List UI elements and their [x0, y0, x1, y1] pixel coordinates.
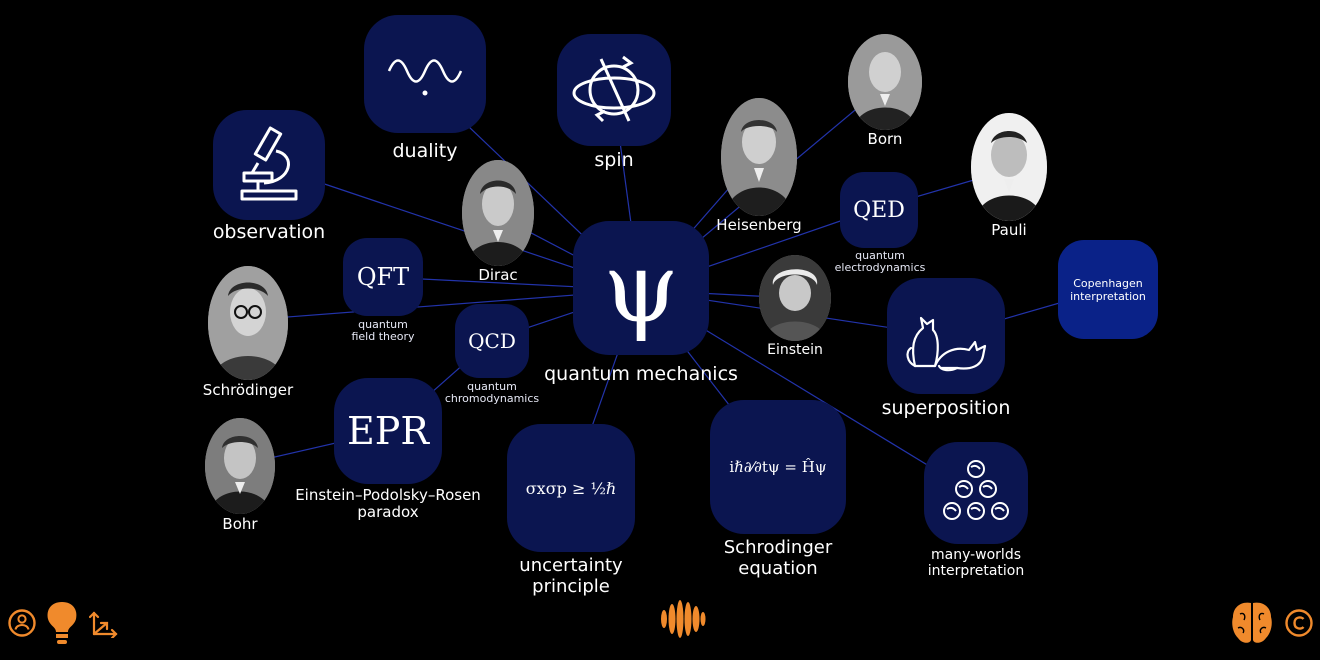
einstein-portrait — [759, 255, 831, 341]
epr-tile: EPR — [334, 378, 442, 484]
portrait-silhouette-icon — [759, 255, 831, 341]
qcd-abbr: QCD — [468, 329, 516, 353]
microscope-icon — [240, 126, 298, 201]
center-tile: ψ — [573, 221, 709, 355]
superposition-tile — [887, 278, 1005, 394]
qft-tile: QFT — [343, 238, 423, 316]
epr-line2: paradox — [357, 503, 419, 521]
concept-copenhagen-interpretation[interactable]: Copenhagen interpretation — [1058, 240, 1158, 339]
center-node-quantum-mechanics[interactable]: ψ quantum mechanics — [540, 218, 740, 388]
qed-tile: QED — [840, 172, 918, 248]
schrodinger-eq-tile: iℏ∂⁄∂tψ = Ĥψ — [710, 400, 846, 534]
bohr-portrait — [205, 418, 275, 514]
concept-duality[interactable]: duality — [360, 15, 490, 165]
uncertainty-formula: σxσp ≥ ½ℏ — [525, 478, 617, 498]
copyright-icon[interactable] — [1284, 608, 1314, 638]
einstein-label: Einstein — [767, 342, 823, 358]
qcd-tile: QCD — [455, 304, 529, 378]
concept-superposition[interactable]: superposition — [875, 278, 1020, 423]
concept-spin[interactable]: spin — [555, 34, 673, 179]
cats-icon — [906, 316, 987, 372]
superposition-label: superposition — [881, 397, 1011, 419]
duality-tile — [364, 15, 486, 133]
epr-abbr: EPR — [347, 409, 429, 453]
portrait-silhouette-icon — [205, 418, 275, 514]
many-worlds-tile — [924, 442, 1028, 544]
observation-tile — [213, 110, 325, 220]
person-dirac[interactable]: Dirac — [458, 160, 538, 286]
born-portrait — [848, 34, 922, 130]
portrait-silhouette-icon — [721, 98, 797, 216]
concept-uncertainty-principle[interactable]: σxσp ≥ ½ℏ uncertainty principle — [505, 424, 637, 599]
person-pauli[interactable]: Pauli — [968, 113, 1050, 241]
portrait-silhouette-icon — [462, 160, 534, 266]
uncertainty-line1: uncertainty — [519, 555, 623, 576]
concept-qcd[interactable]: QCD quantum chromodynamics — [445, 304, 545, 406]
schrodinger-eq-line2: equation — [738, 558, 818, 579]
concept-schrodinger-equation[interactable]: iℏ∂⁄∂tψ = Ĥψ Schrodinger equation — [708, 400, 848, 582]
bohr-label: Bohr — [222, 515, 258, 533]
axes-icon[interactable] — [88, 610, 119, 640]
copenhagen-text-line2: interpretation — [1070, 289, 1146, 303]
person-heisenberg[interactable]: Heisenberg — [712, 98, 806, 238]
heisenberg-portrait — [721, 98, 797, 216]
many-worlds-label-line2: interpretation — [927, 563, 1025, 579]
epr-line1: Einstein–Podolsky–Rosen — [295, 486, 481, 504]
psi-symbol: ψ — [603, 232, 679, 344]
heisenberg-label: Heisenberg — [716, 216, 802, 234]
duality-label: duality — [392, 140, 458, 162]
portrait-silhouette-icon — [848, 34, 922, 130]
qft-line2: field theory — [351, 330, 415, 343]
concept-qft[interactable]: QFT quantum field theory — [335, 238, 431, 346]
qed-line2: electrodynamics — [834, 261, 926, 274]
dirac-portrait — [462, 160, 534, 266]
center-label: quantum mechanics — [544, 363, 738, 385]
many-worlds-label-line1: many-worlds — [930, 547, 1022, 563]
pauli-label: Pauli — [991, 221, 1027, 239]
person-icon[interactable] — [7, 608, 37, 638]
qed-abbr: QED — [853, 197, 905, 223]
schrodinger-eq-line1: Schrodinger — [723, 537, 833, 558]
person-schrodinger[interactable]: Schrödinger — [198, 266, 302, 406]
qcd-line2: chromodynamics — [444, 392, 540, 405]
qcd-line1: quantum — [467, 380, 517, 393]
schrodinger-portrait — [208, 266, 288, 380]
schrodinger-label: Schrödinger — [202, 381, 294, 399]
uncertainty-tile: σxσp ≥ ½ℏ — [507, 424, 635, 552]
dirac-label: Dirac — [478, 266, 518, 284]
concept-qed[interactable]: QED quantum electrodynamics — [830, 172, 930, 277]
portrait-silhouette-icon — [208, 266, 288, 380]
concept-observation[interactable]: observation — [205, 110, 333, 245]
person-born[interactable]: Born — [845, 34, 925, 152]
qed-line1: quantum — [855, 249, 905, 262]
qft-line1: quantum — [358, 318, 408, 331]
pauli-portrait — [971, 113, 1047, 221]
born-label: Born — [867, 130, 903, 148]
schrodinger-formula: iℏ∂⁄∂tψ = Ĥψ — [729, 458, 827, 476]
observation-label: observation — [212, 221, 326, 243]
copenhagen-text-line1: Copenhagen — [1073, 276, 1143, 290]
person-bohr[interactable]: Bohr — [200, 418, 280, 536]
brain-icon[interactable] — [1230, 600, 1274, 646]
copenhagen-tile: Copenhagen interpretation — [1058, 240, 1158, 339]
worlds-icon — [943, 460, 1009, 520]
spin-orbit-icon — [572, 55, 656, 123]
wave-particle-icon — [387, 59, 463, 96]
concept-epr[interactable]: EPR Einstein–Podolsky–Rosen paradox — [290, 378, 486, 523]
concept-many-worlds[interactable]: many-worlds interpretation — [910, 442, 1042, 584]
waveform-icon[interactable] — [660, 597, 706, 641]
portrait-silhouette-icon — [971, 113, 1047, 221]
uncertainty-line2: principle — [532, 576, 610, 597]
qft-abbr: QFT — [356, 263, 410, 291]
spin-label: spin — [594, 149, 634, 171]
spin-tile — [557, 34, 671, 146]
lightbulb-icon[interactable] — [45, 600, 79, 646]
person-einstein[interactable]: Einstein — [755, 255, 835, 361]
